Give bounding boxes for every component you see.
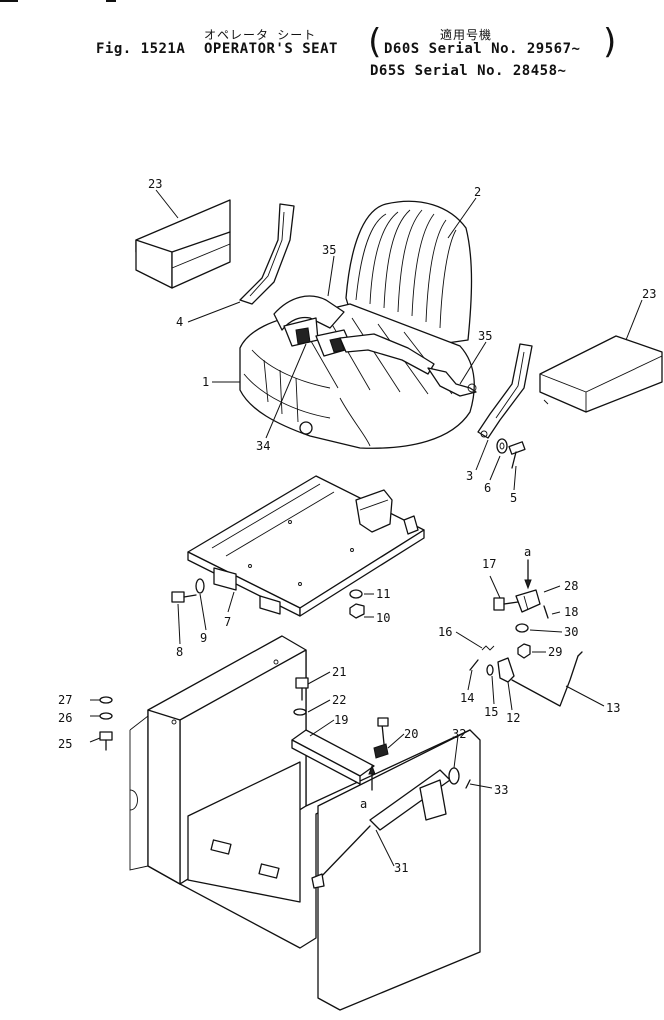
callout-16: 16 bbox=[438, 625, 452, 639]
arrow-a-upper bbox=[524, 559, 532, 590]
callout-23: 23 bbox=[642, 287, 656, 301]
callout-24: 23 bbox=[148, 177, 162, 191]
bolt-8 bbox=[171, 591, 197, 603]
bolt-5 bbox=[508, 441, 526, 469]
washer-11 bbox=[349, 589, 363, 599]
callout-11: 11 bbox=[376, 587, 390, 601]
callout-28: 28 bbox=[564, 579, 578, 593]
callout-a-lower: a bbox=[360, 797, 367, 811]
registration-mark-left bbox=[0, 0, 18, 2]
callout-1: 1 bbox=[202, 375, 209, 389]
armrest-bracket-left bbox=[239, 203, 295, 305]
callout-5: 5 bbox=[510, 491, 517, 505]
lever-20 bbox=[373, 717, 389, 759]
bracket-28 bbox=[515, 589, 541, 613]
callout-34: 34 bbox=[256, 439, 270, 453]
callout-19: 19 bbox=[334, 713, 348, 727]
callout-27: 27 bbox=[58, 693, 72, 707]
lever-12 bbox=[497, 657, 515, 683]
bolt-21 bbox=[295, 677, 309, 701]
armrest-pad-left bbox=[135, 199, 231, 289]
arrow-a-lower bbox=[368, 764, 376, 791]
rod-13 bbox=[511, 651, 583, 707]
pin-18 bbox=[543, 605, 549, 619]
nut-29 bbox=[517, 643, 531, 659]
callout-3: 3 bbox=[466, 469, 473, 483]
figure-label: Fig. 1521A bbox=[96, 41, 186, 57]
applicability-label: 適用号機 bbox=[440, 28, 493, 42]
washer-15 bbox=[486, 664, 494, 676]
washer-22 bbox=[293, 708, 307, 716]
callout-22: 22 bbox=[332, 693, 346, 707]
nut-10 bbox=[349, 603, 365, 619]
washer-6 bbox=[496, 438, 508, 454]
callout-13: 13 bbox=[606, 701, 620, 715]
registration-mark-right bbox=[106, 0, 116, 2]
washer-30 bbox=[515, 623, 529, 633]
callout-20: 20 bbox=[404, 727, 418, 741]
callout-14: 14 bbox=[460, 691, 474, 705]
pin-33 bbox=[465, 779, 471, 789]
callout-29: 29 bbox=[548, 645, 562, 659]
figure-title: OPERATOR'S SEAT bbox=[204, 41, 338, 57]
washer-26 bbox=[99, 712, 113, 720]
callout-17: 17 bbox=[482, 557, 496, 571]
callout-12: 12 bbox=[506, 711, 520, 725]
seat-back bbox=[345, 200, 473, 345]
callout-9: 9 bbox=[200, 631, 207, 645]
callout-15: 15 bbox=[484, 705, 498, 719]
callout-10: 10 bbox=[376, 611, 390, 625]
title-japanese: オペレータ シート bbox=[204, 28, 317, 42]
pin-14 bbox=[469, 659, 479, 671]
applicability-line-2: D65S Serial No. 28458~ bbox=[370, 63, 567, 79]
callout-25: 25 bbox=[58, 737, 72, 751]
callout-26: 26 bbox=[58, 711, 72, 725]
leader-lines bbox=[89, 189, 643, 867]
callout-33: 33 bbox=[494, 783, 508, 797]
armrest-pad-right bbox=[539, 335, 663, 413]
armrest-bracket-right bbox=[477, 343, 533, 439]
callout-21: 21 bbox=[332, 665, 346, 679]
callout-a-upper: a bbox=[524, 545, 531, 559]
washer-9 bbox=[195, 578, 205, 594]
bracket-open: ( bbox=[364, 22, 385, 62]
callout-32: 32 bbox=[452, 727, 466, 741]
bracket-close: ) bbox=[600, 22, 621, 62]
callout-7: 7 bbox=[224, 615, 231, 629]
washer-27 bbox=[99, 696, 113, 704]
callout-35-upper: 35 bbox=[322, 243, 336, 257]
seat-base-plate bbox=[187, 475, 425, 617]
callout-31: 31 bbox=[394, 861, 408, 875]
link-32 bbox=[419, 767, 460, 821]
seat-belt bbox=[273, 295, 477, 397]
callout-30: 30 bbox=[564, 625, 578, 639]
part-number-callouts: 23 2 23 4 35 35 1 34 3 6 5 8 9 7 11 10 a… bbox=[58, 177, 656, 875]
applicability-line-1: D60S Serial No. 29567~ bbox=[384, 41, 581, 57]
callout-8: 8 bbox=[176, 645, 183, 659]
callout-4: 4 bbox=[176, 315, 183, 329]
spring-16 bbox=[481, 645, 495, 651]
callout-2: 2 bbox=[474, 185, 481, 199]
bracket-19 bbox=[291, 729, 375, 785]
callout-6: 6 bbox=[484, 481, 491, 495]
bolt-25 bbox=[99, 731, 113, 751]
seat-stand-box bbox=[129, 635, 481, 1011]
bolt-17 bbox=[493, 597, 519, 611]
callout-18: 18 bbox=[564, 605, 578, 619]
callout-35-lower: 35 bbox=[478, 329, 492, 343]
